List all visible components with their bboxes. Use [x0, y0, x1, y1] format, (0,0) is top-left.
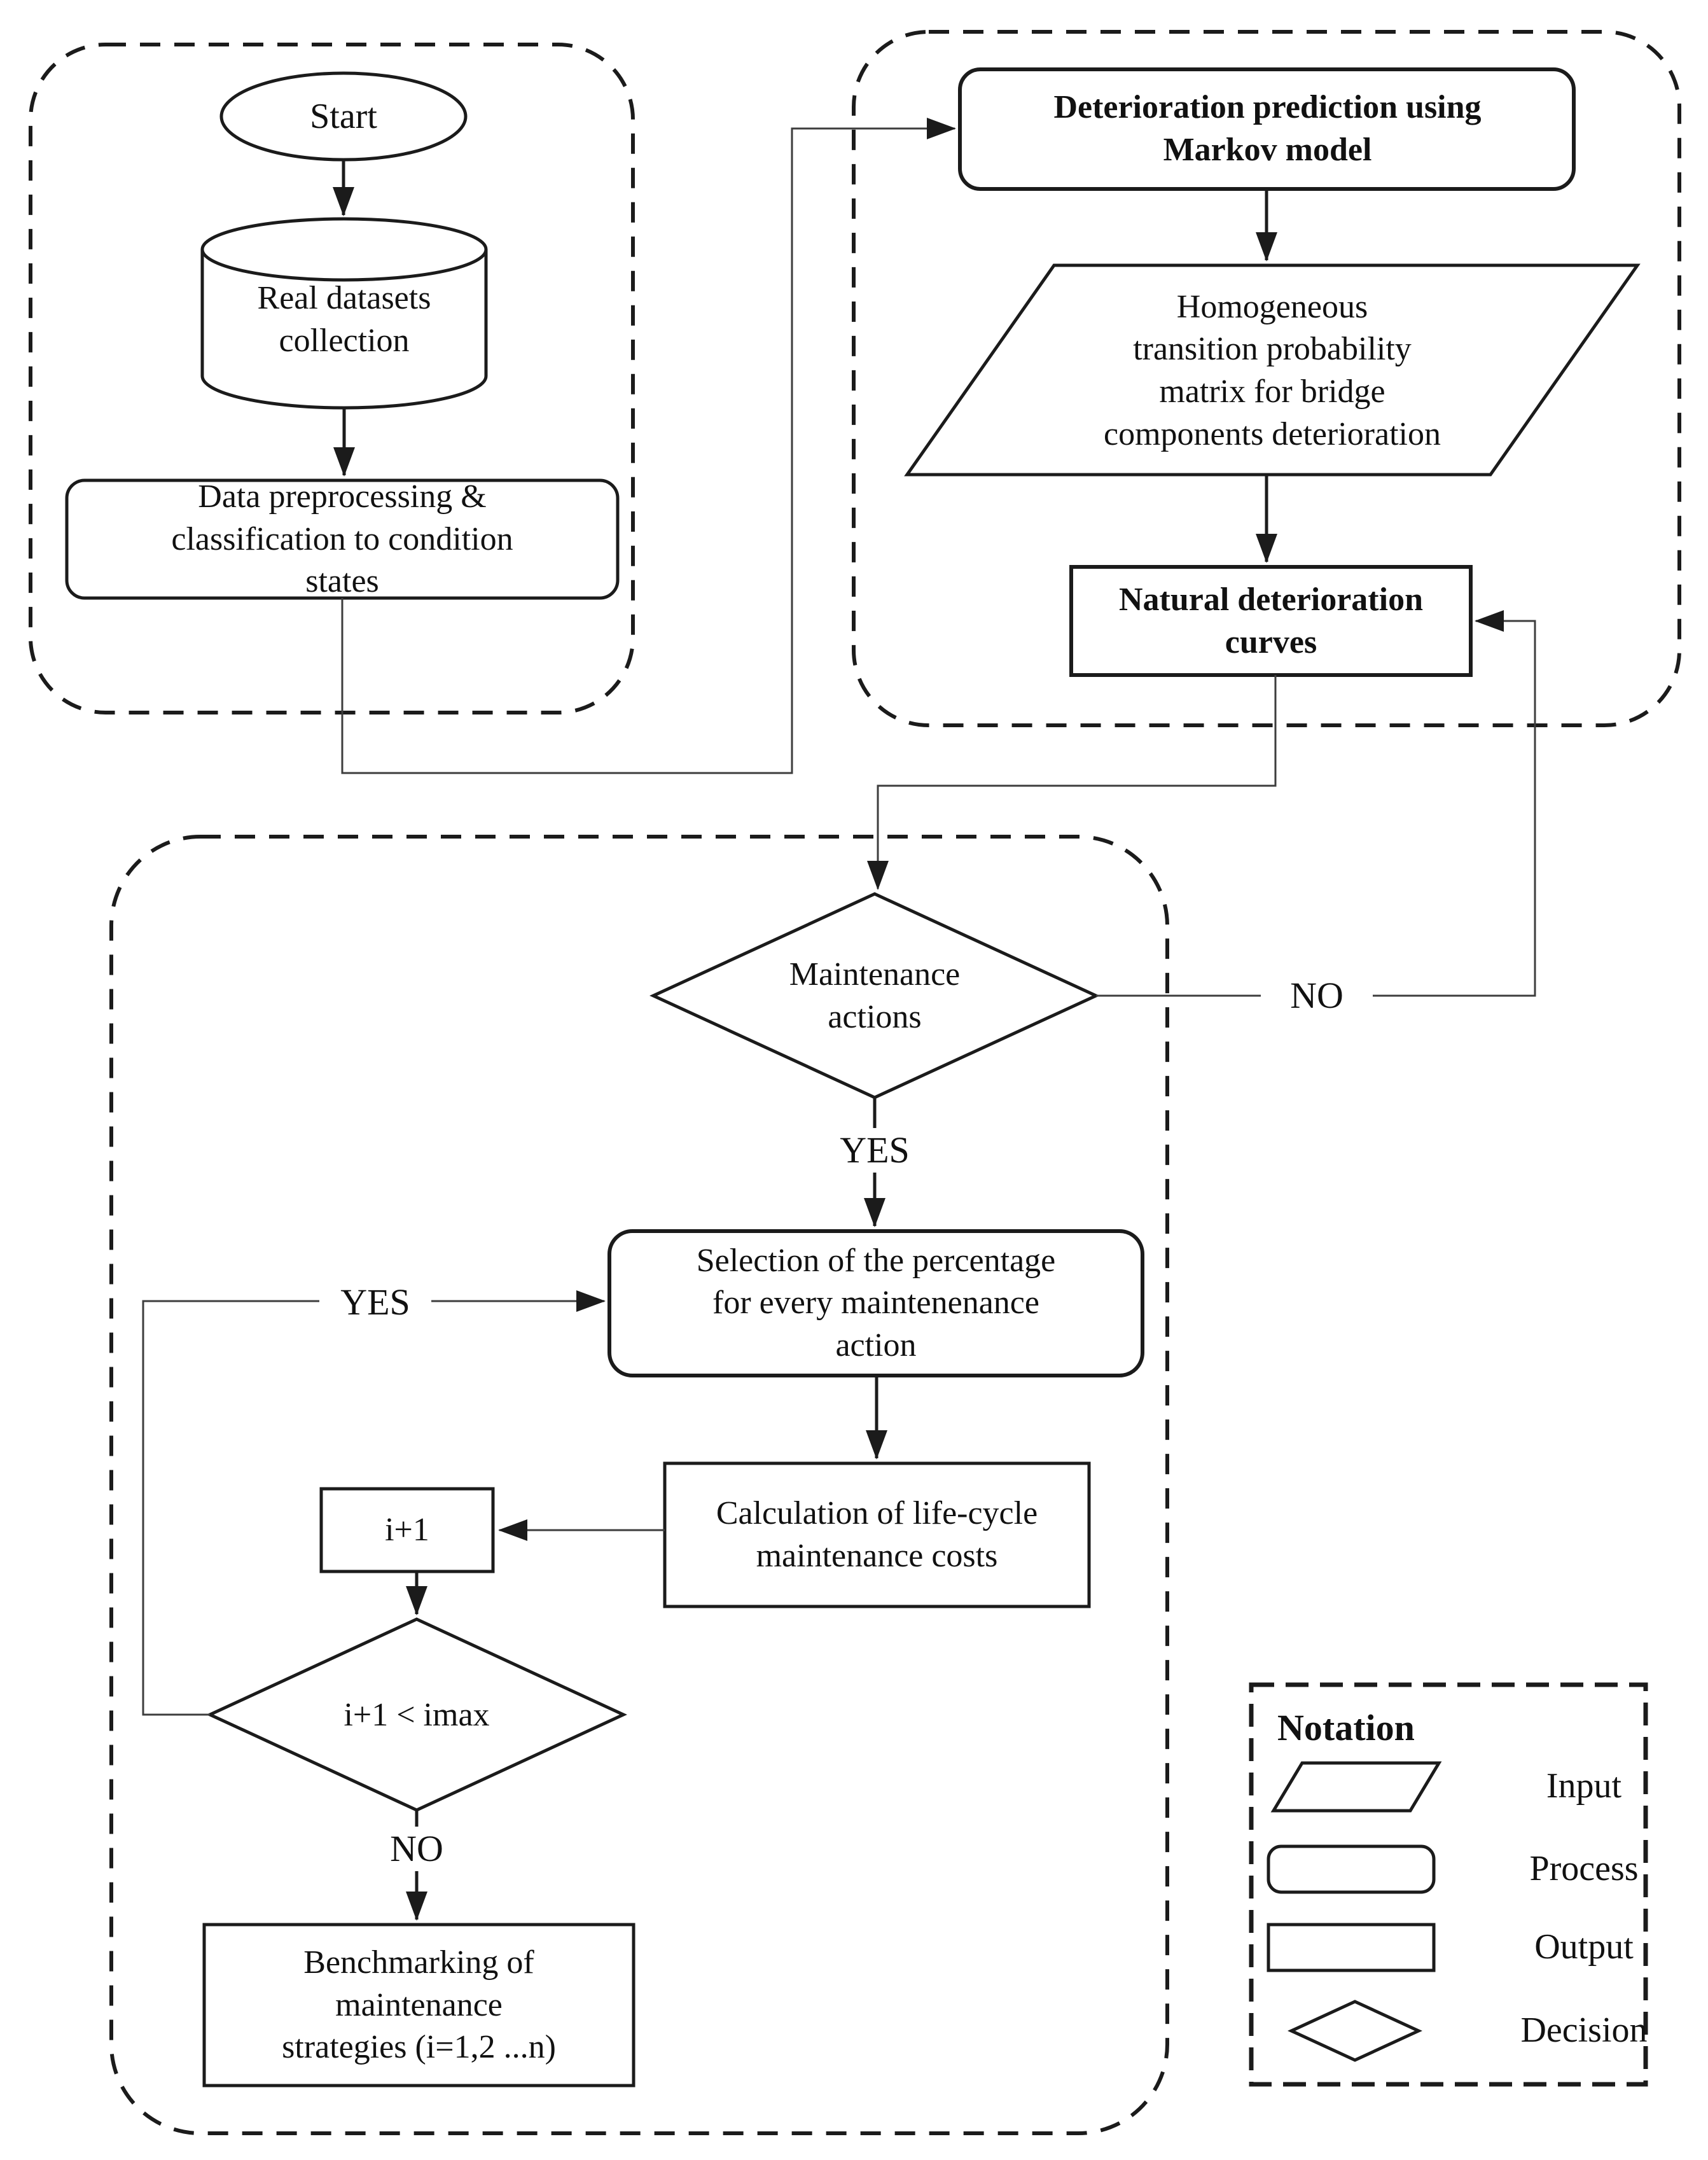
legend-decision-diamond-icon: [1288, 2000, 1422, 2062]
markov-process-shape: [958, 67, 1576, 191]
benchmark-output-shape: [202, 1923, 635, 2087]
maintenance-decision-shape: [649, 892, 1100, 1099]
curves-output-shape: [1069, 565, 1473, 677]
tpm-input-shape: [904, 263, 1641, 477]
connector-maintenance-no-to-curves: [1096, 610, 1536, 997]
calc-output-shape: [663, 1461, 1091, 1608]
loop-decision-shape: [206, 1617, 627, 1812]
datasets-cylinder-top-shape: [200, 217, 488, 282]
datasets-cylinder-body-shape: [200, 249, 488, 410]
legend-input-parallelogram-icon: [1270, 1761, 1442, 1813]
connector-preprocess-to-markov: [341, 118, 956, 774]
legend-box: [1249, 1682, 1648, 2087]
group-data-collection: [29, 43, 635, 714]
group-deterioration-prediction: [852, 30, 1681, 727]
preprocess-process-shape: [65, 478, 620, 600]
start-terminator-shape: [219, 71, 468, 162]
group-maintenance-optimization: [109, 835, 1169, 2135]
legend-process-rounded-rect-icon: [1267, 1844, 1436, 1894]
selection-process-shape: [608, 1229, 1144, 1377]
increment-shape: [319, 1487, 495, 1573]
connector-curves-to-maintenance-decision: [867, 675, 1277, 890]
legend-output-rect-icon: [1267, 1923, 1436, 1972]
